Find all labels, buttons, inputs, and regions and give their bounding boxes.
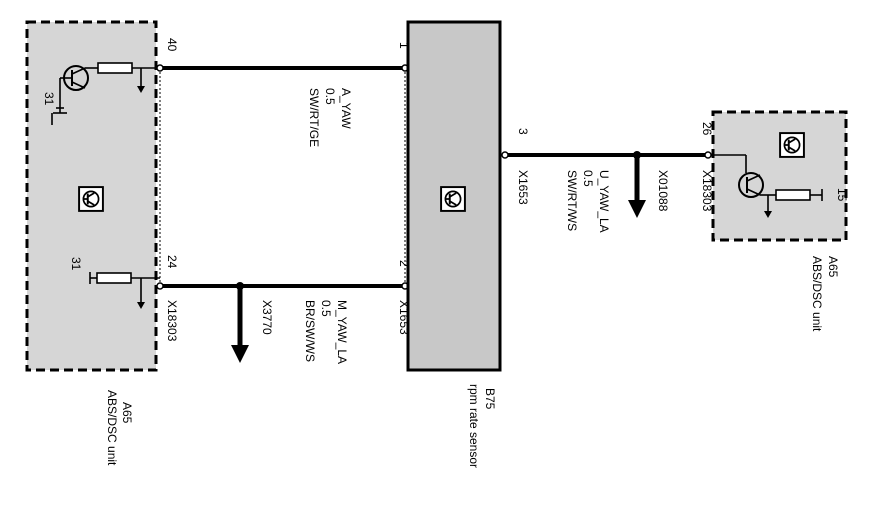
left-unit-name: ABS/DSC unit <box>105 390 119 466</box>
right-connector-label: X18303 <box>700 170 714 212</box>
left-pin-top-label: 40 <box>165 38 179 52</box>
left-abs-dsc-unit: 31 31 <box>25 20 160 372</box>
sensor-pin-3-label: 3 <box>516 128 530 135</box>
a-yaw-gauge: 0.5 <box>323 88 337 105</box>
sensor-connector-left-label: X1653 <box>397 300 411 335</box>
u-yaw-signal: U_YAW_LA <box>597 170 611 233</box>
wire-m-yaw <box>156 282 409 363</box>
right-unit-name: ABS/DSC unit <box>810 256 824 332</box>
sensor-code: B75 <box>483 388 497 410</box>
sensor-pin-2-label: 2 <box>397 260 411 267</box>
left-unit-code: A65 <box>120 402 134 424</box>
right-supply-label: 15 <box>835 188 849 202</box>
left-pin-bottom-label: 24 <box>165 255 179 269</box>
a-yaw-color: SW/RT/GE <box>307 88 321 147</box>
m-yaw-gauge: 0.5 <box>319 300 333 317</box>
sensor-electronic-symbol-icon <box>440 186 466 212</box>
rpm-rate-sensor <box>406 20 502 372</box>
sensor-pin-1-label: 1 <box>397 42 411 49</box>
splice-arrow-x01088-icon <box>628 200 646 218</box>
left-unit-resistor-bottom-icon <box>89 272 160 309</box>
left-ground-bottom-label: 31 <box>69 257 83 271</box>
left-unit-transistor-icon <box>51 65 98 125</box>
wire-a-yaw <box>156 64 409 288</box>
right-unit-box <box>711 110 848 242</box>
sensor-connector-right-label: X1653 <box>516 170 530 205</box>
left-unit-electronic-symbol-icon <box>78 186 104 212</box>
u-yaw-splice: X01088 <box>656 170 670 212</box>
left-ground-top-label: 31 <box>42 92 56 106</box>
right-unit-code: A65 <box>826 256 840 278</box>
right-abs-dsc-unit: 15 <box>711 110 849 242</box>
wire-u-yaw <box>501 151 712 218</box>
m-yaw-signal: M_YAW_LA <box>335 300 349 364</box>
right-unit-transistor-icon <box>712 154 776 218</box>
right-unit-resistor-icon <box>775 189 823 201</box>
m-yaw-color: BR/SW/WS <box>303 300 317 362</box>
m-yaw-splice: X3770 <box>260 300 274 335</box>
right-pin-label: 26 <box>700 122 714 136</box>
u-yaw-gauge: 0.5 <box>581 170 595 187</box>
right-unit-electronic-symbol-icon <box>779 132 805 158</box>
splice-arrow-x3770-icon <box>231 345 249 363</box>
a-yaw-signal: A_YAW <box>339 88 353 129</box>
sensor-name: rpm rate sensor <box>467 384 481 468</box>
u-yaw-color: SW/RT/WS <box>565 170 579 231</box>
left-unit-resistor-top-icon <box>97 62 160 93</box>
left-connector-label: X18303 <box>165 300 179 342</box>
